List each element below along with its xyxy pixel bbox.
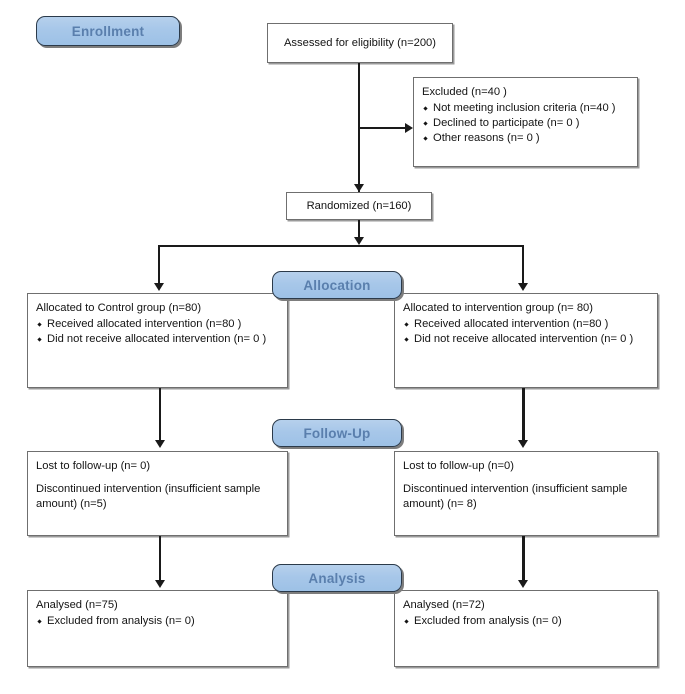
node-assessed-label: Assessed for eligibility (n=200) (283, 36, 437, 49)
node-allocation-control: Allocated to Control group (n=80) Receiv… (27, 293, 288, 388)
list-item: Received allocated intervention (n=80 ) (403, 317, 649, 332)
stage-banner-enrollment-label: Enrollment (71, 23, 145, 39)
node-allocation-control-title: Allocated to Control group (n=80) (36, 302, 202, 314)
stage-banner-analysis: Analysis (272, 564, 402, 592)
node-allocation-intervention-list: Received allocated intervention (n=80 ) … (403, 317, 649, 347)
node-excluded-title: Excluded (n=40 ) (422, 86, 507, 98)
node-followup-control: Lost to follow-up (n= 0) Discontinued in… (27, 451, 288, 536)
node-analysis-control-title: Analysed (n=75) (36, 599, 118, 611)
list-item: Excluded from analysis (n= 0) (403, 614, 649, 629)
arrowhead-followup-control-to-analysis (155, 580, 165, 588)
arrowhead-followup-intervention-to-analysis (518, 580, 528, 588)
connector-followup-control-to-analysis (159, 536, 161, 584)
arrowhead-split-right (518, 283, 528, 291)
node-followup-intervention-discontinued-line2: amount) (n= 8) (403, 498, 477, 510)
list-item: Declined to participate (n= 0 ) (422, 116, 629, 131)
list-item: Other reasons (n= 0 ) (422, 131, 629, 146)
connector-to-excluded (358, 127, 408, 129)
node-followup-intervention-discontinued-line1: Discontinued intervention (insufficient … (403, 483, 628, 495)
connector-randomized-split (158, 245, 524, 247)
node-allocation-control-list: Received allocated intervention (n=80 ) … (36, 317, 279, 347)
node-excluded-reason-list: Not meeting inclusion criteria (n=40 ) D… (422, 101, 629, 146)
node-analysis-intervention: Analysed (n=72) Excluded from analysis (… (394, 590, 658, 667)
node-analysis-control: Analysed (n=75) Excluded from analysis (… (27, 590, 288, 667)
node-analysis-intervention-list: Excluded from analysis (n= 0) (403, 614, 649, 629)
node-randomized: Randomized (n=160) (286, 192, 432, 220)
node-assessed-for-eligibility: Assessed for eligibility (n=200) (267, 23, 453, 63)
stage-banner-enrollment: Enrollment (36, 16, 180, 46)
stage-banner-followup-label: Follow-Up (303, 425, 371, 441)
arrowhead-alloc-intervention-to-followup (518, 440, 528, 448)
stage-banner-analysis-label: Analysis (308, 570, 366, 586)
spacer (403, 474, 649, 482)
list-item: Did not receive allocated intervention (… (403, 332, 649, 347)
connector-split-right (522, 245, 524, 285)
node-allocation-intervention-title: Allocated to intervention group (n= 80) (403, 302, 593, 314)
connector-followup-intervention-to-analysis (522, 536, 525, 584)
arrowhead-randomized-down (354, 237, 364, 245)
arrowhead-assessed-to-randomized (354, 184, 364, 192)
connector-alloc-intervention-to-followup (522, 388, 525, 444)
connector-randomized-down (358, 220, 360, 241)
arrowhead-alloc-control-to-followup (155, 440, 165, 448)
node-followup-intervention: Lost to follow-up (n=0) Discontinued int… (394, 451, 658, 536)
list-item: Excluded from analysis (n= 0) (36, 614, 279, 629)
stage-banner-allocation-label: Allocation (303, 277, 371, 293)
node-followup-control-discontinued-line1: Discontinued intervention (insufficient … (36, 483, 261, 495)
node-followup-intervention-lost: Lost to follow-up (n=0) (403, 460, 515, 472)
node-excluded: Excluded (n=40 ) Not meeting inclusion c… (413, 77, 638, 167)
stage-banner-followup: Follow-Up (272, 419, 402, 447)
list-item: Received allocated intervention (n=80 ) (36, 317, 279, 332)
node-followup-control-lost: Lost to follow-up (n= 0) (36, 460, 151, 472)
node-analysis-intervention-title: Analysed (n=72) (403, 599, 485, 611)
stage-banner-allocation: Allocation (272, 271, 402, 299)
connector-split-left (158, 245, 160, 285)
list-item: Not meeting inclusion criteria (n=40 ) (422, 101, 629, 116)
node-followup-control-discontinued-line2: amount) (n=5) (36, 498, 107, 510)
arrowhead-to-excluded (405, 123, 413, 133)
list-item: Did not receive allocated intervention (… (36, 332, 279, 347)
connector-alloc-control-to-followup (159, 388, 161, 444)
node-randomized-label: Randomized (n=160) (306, 199, 412, 212)
node-allocation-intervention: Allocated to intervention group (n= 80) … (394, 293, 658, 388)
node-analysis-control-list: Excluded from analysis (n= 0) (36, 614, 279, 629)
arrowhead-split-left (154, 283, 164, 291)
spacer (36, 474, 279, 482)
